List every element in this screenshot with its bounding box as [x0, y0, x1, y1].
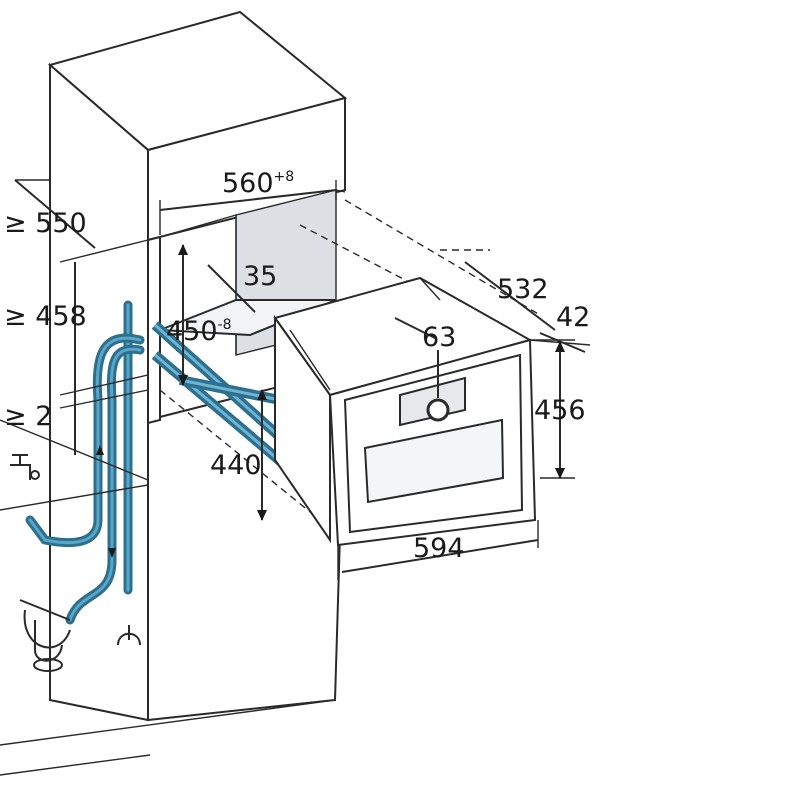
- appliance: [273, 276, 537, 547]
- water-tap-icon: [10, 454, 40, 480]
- dim-panel-offset: 63: [422, 322, 456, 353]
- dim-appliance-height: 456: [534, 395, 586, 426]
- dim-niche-height: ≥ 458: [4, 301, 87, 332]
- dim-appliance-depth: 532: [497, 274, 549, 305]
- dim-niche-width: 560+8: [222, 168, 294, 199]
- siphon-icon: [19, 599, 71, 672]
- dim-niche-inner-height: 450-8: [166, 316, 232, 347]
- floor-lines: [0, 699, 336, 776]
- countertop-edge: [0, 484, 149, 511]
- flow-arrows: [96, 445, 116, 558]
- dim-appliance-width: 594: [413, 533, 465, 564]
- dimension-lines: [14, 179, 591, 580]
- dim-front-depth: 42: [556, 302, 590, 333]
- control-dial-icon: [426, 398, 450, 422]
- dim-cabinet-depth: ≥ 550: [4, 208, 87, 239]
- dim-clearance: ≥ 2: [4, 401, 52, 432]
- water-hoses: [25, 300, 145, 625]
- dim-inner-depth: 35: [243, 261, 277, 292]
- drain-icon: [117, 625, 141, 646]
- dim-body-height: 440: [210, 450, 262, 481]
